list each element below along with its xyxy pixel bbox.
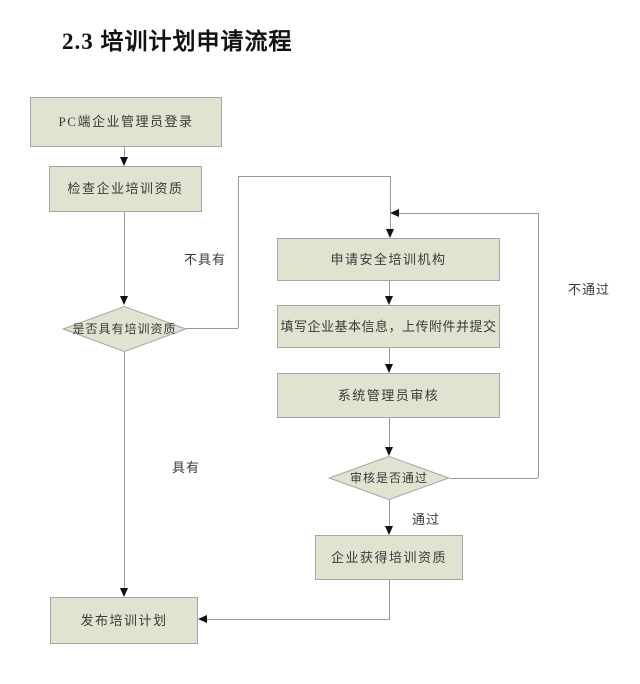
node-check-qualification: 检查企业培训资质 (49, 166, 202, 212)
edge-label-not-have: 不具有 (184, 252, 227, 267)
node-obtain-qualification: 企业获得培训资质 (315, 535, 463, 580)
connector-login-to-check (124, 147, 125, 158)
arrowhead-down-icon (385, 296, 393, 305)
connector-up-segment (238, 176, 239, 328)
connector-down-to-apply (390, 176, 391, 229)
arrowhead-down-icon (120, 588, 128, 597)
node-label: 检查企业培训资质 (67, 181, 184, 197)
arrowhead-down-icon (120, 157, 128, 166)
connector-check-to-decision (124, 212, 125, 296)
node-label: 审核是否通过 (349, 470, 428, 485)
connector-decision-right (186, 328, 238, 329)
node-label: PC端企业管理员登录 (58, 114, 194, 130)
arrowhead-left-icon (390, 209, 399, 217)
connector-review-to-decision (389, 418, 390, 447)
node-publish-plan: 发布培训计划 (50, 597, 198, 644)
connector-obtain-down (389, 580, 390, 619)
edge-label-not-pass: 不通过 (568, 282, 611, 297)
connector-decision-to-obtain (389, 500, 390, 526)
node-label: 是否具有培训资质 (72, 321, 177, 336)
node-label: 填写企业基本信息，上传附件并提交 (280, 318, 497, 334)
arrowhead-down-icon (385, 364, 393, 373)
node-label: 申请安全培训机构 (330, 251, 447, 267)
node-admin-review: 系统管理员审核 (277, 373, 500, 418)
connector-obtain-to-publish (207, 619, 390, 620)
arrowhead-left-icon (198, 615, 207, 623)
edge-label-have: 具有 (172, 460, 201, 475)
section-title: 2.3 培训计划申请流程 (62, 29, 293, 54)
decision-review-passed: 审核是否通过 (328, 456, 450, 500)
connector-fail-right (450, 478, 538, 479)
connector-fill-to-review (389, 348, 390, 364)
connector-top-segment (238, 176, 390, 177)
node-label: 发布培训计划 (80, 612, 168, 628)
diamond-shape-icon (328, 456, 450, 500)
node-apply-institution: 申请安全培训机构 (277, 238, 500, 281)
connector-fail-up (538, 213, 539, 478)
decision-has-qualification: 是否具有培训资质 (62, 306, 187, 352)
connector-fail-back (399, 213, 538, 214)
arrowhead-down-icon (386, 229, 394, 238)
diamond-shape-icon (62, 306, 187, 352)
connector-decision-to-publish (124, 352, 125, 588)
arrowhead-down-icon (120, 296, 128, 305)
edge-label-pass: 通过 (412, 512, 441, 527)
node-label: 系统管理员审核 (337, 387, 440, 403)
node-pc-admin-login: PC端企业管理员登录 (30, 97, 222, 147)
connector-apply-to-fill (389, 281, 390, 296)
node-label: 企业获得培训资质 (330, 549, 447, 565)
node-fill-info-submit: 填写企业基本信息，上传附件并提交 (277, 305, 500, 348)
arrowhead-down-icon (385, 447, 393, 456)
arrowhead-down-icon (385, 526, 393, 535)
